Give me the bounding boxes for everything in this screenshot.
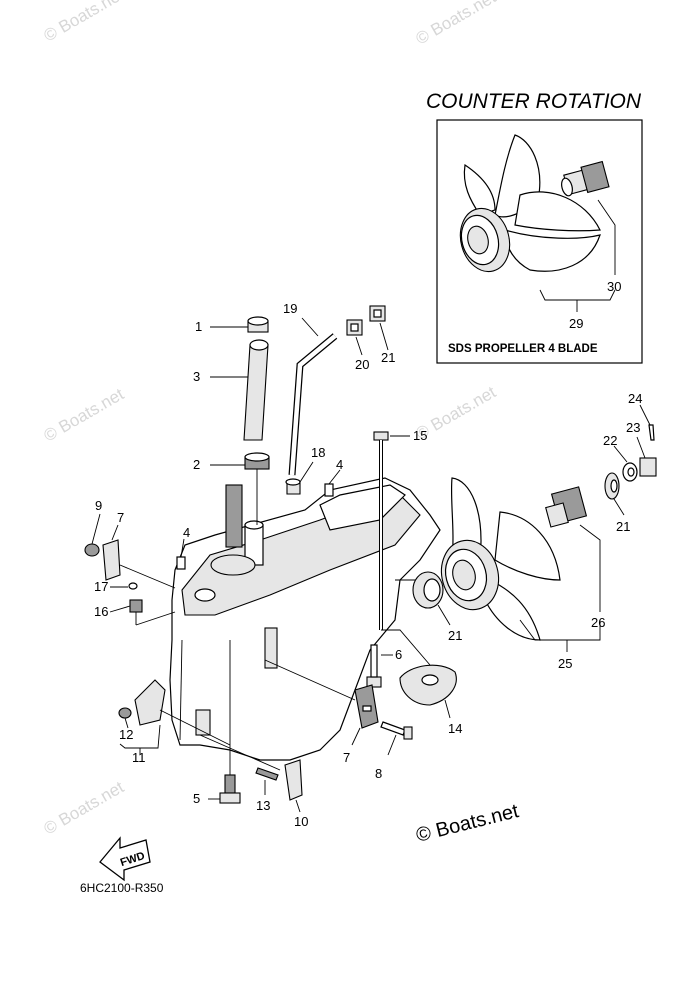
callout-27: 25 — [558, 656, 572, 671]
callout-15: 14 — [448, 721, 462, 736]
part-1-oil-seal: 1 — [195, 316, 269, 334]
callout-4: 4 — [336, 457, 343, 472]
part-14-screw: 13 — [255, 767, 279, 813]
part-16-bolt: 15 — [373, 428, 427, 630]
part-28-spline-hub: 26 — [545, 486, 605, 630]
part-25-nut: 23 — [626, 420, 657, 477]
part-2-grommet: 2 — [193, 452, 270, 525]
part-19-bushing: 18 — [285, 445, 325, 495]
callout-25: 23 — [626, 420, 640, 435]
callout-16: 15 — [413, 428, 427, 443]
part-4-dowel: 4 4 — [176, 457, 343, 570]
callout-18: 17 — [94, 579, 108, 594]
callout-8: 7 — [117, 510, 124, 525]
watermark: © Boats.net — [41, 777, 128, 838]
part-11-cover: 10 — [199, 734, 308, 829]
propeller-assembly: 25 — [440, 477, 601, 671]
part-17-plug: 16 — [94, 599, 176, 626]
part-9-bolt: 8 — [375, 721, 413, 781]
callout-22: 21 — [448, 628, 462, 643]
inset-caption: SDS PROPELLER 4 BLADE — [448, 343, 598, 355]
part-23-spacer: 21 — [604, 472, 630, 534]
callout-1: 1 — [195, 319, 202, 334]
fwd-arrow-icon: FWD — [99, 836, 151, 882]
boats-net-mark: © Boats.net — [414, 800, 521, 847]
part-21-clip: 20 21 — [346, 305, 395, 372]
callout-11: 10 — [294, 814, 308, 829]
part-24-washer: 22 — [603, 433, 638, 482]
inset-box: 30 29 SDS PROPELLER 4 BLADE — [436, 119, 643, 364]
callout-14: 13 — [256, 798, 270, 813]
callout-3: 3 — [193, 369, 200, 384]
diagram-code: 6HC2100-R350 — [80, 881, 164, 895]
callout-29: 29 — [569, 316, 583, 331]
callout-7: 7 — [343, 750, 350, 765]
part-26-cotter-pin: 24 — [628, 391, 655, 441]
callout-6: 6 — [395, 647, 402, 662]
part-12-13-trim-tab: 12 11 — [118, 679, 231, 765]
watermark: © Boats.net — [41, 0, 128, 45]
callout-13: 12 — [119, 727, 133, 742]
callout-28: 26 — [591, 615, 605, 630]
callout-19: 18 — [311, 445, 325, 460]
inset-spline-hub — [561, 160, 610, 197]
part-5-bolt: 5 — [193, 640, 241, 806]
part-15-anode: 14 — [399, 664, 462, 736]
diagram-title: COUNTER ROTATION — [426, 90, 642, 113]
callout-30: 30 — [607, 279, 621, 294]
part-3-water-tube: 3 — [193, 339, 269, 441]
callout-17: 16 — [94, 604, 108, 619]
callout-4: 4 — [183, 525, 190, 540]
part-7-anode: 7 — [264, 659, 379, 765]
callout-9: 8 — [375, 766, 382, 781]
callout-12: 11 — [132, 750, 146, 765]
inset-propeller — [459, 134, 601, 273]
callout-26: 24 — [628, 391, 642, 406]
watermark: © Boats.net — [413, 0, 500, 48]
part-10-8-bracket: 9 7 — [84, 498, 176, 589]
watermark: © Boats.net — [41, 384, 128, 445]
part-22-washer: 21 — [412, 571, 462, 643]
callout-24: 22 — [603, 433, 617, 448]
callout-2: 2 — [193, 457, 200, 472]
callout-10: 9 — [95, 498, 102, 513]
lower-casing — [169, 477, 441, 761]
part-18-o-ring: 17 — [94, 579, 138, 594]
callout-20: 19 — [283, 301, 297, 316]
callout-21: 20 — [355, 357, 369, 372]
part-6-bolt: 6 — [366, 629, 431, 688]
callout-23: 21 — [616, 519, 630, 534]
callout-5: 5 — [193, 791, 200, 806]
part-20-shift-rod: 19 — [283, 301, 338, 476]
callout-21: 21 — [381, 350, 395, 365]
